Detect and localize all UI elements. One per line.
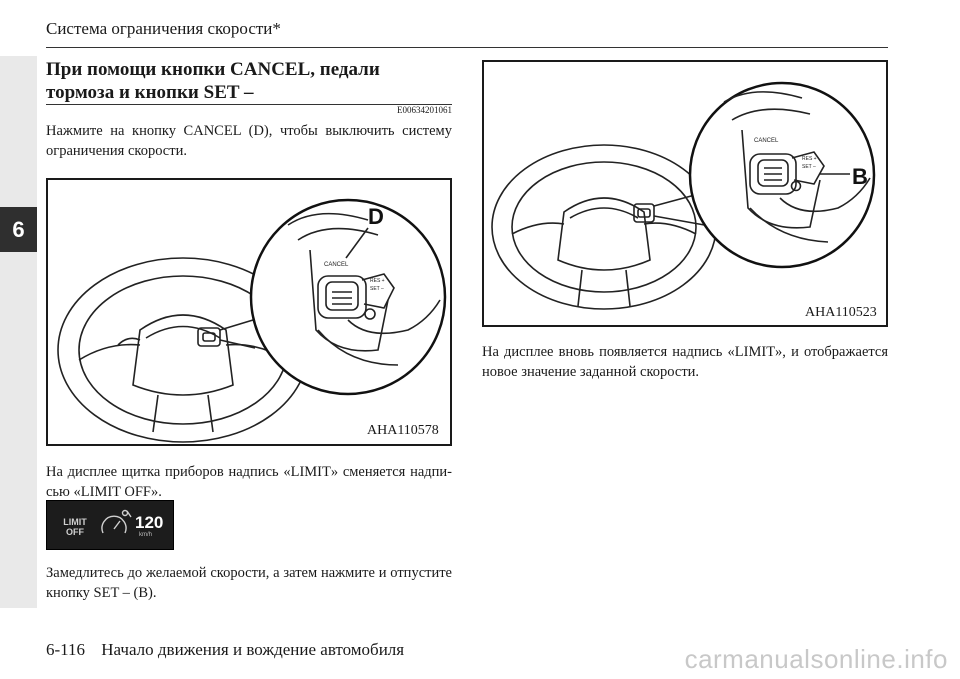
title-rule [46,104,452,105]
limit-off-text: LIMIT OFF [57,517,93,537]
limit-off-display: LIMIT OFF 120 km/h [46,500,174,550]
set-label-b: SET – [802,164,816,170]
callout-letter-b: B [852,164,868,189]
callout-letter-d: D [368,204,384,229]
section-title: При помощи кнопки CANCEL, педали тормоза… [46,59,380,103]
steering-wheel-illustration-b: CANCEL RES + SET – B [491,81,876,310]
speed-unit: km/h [139,532,153,538]
set-label: SET – [370,286,384,292]
footer-chapter-title: Начало движения и вождение автомобиля [101,640,405,659]
figure-code-d: AHA110578 [367,423,439,438]
speedometer-limit-icon [101,509,132,534]
side-tab-strip [0,56,37,608]
cancel-label-b: CANCEL [754,138,779,144]
figure-set-button: CANCEL RES + SET – B AHA110523 [482,60,888,327]
cancel-label: CANCEL [324,262,349,268]
section-code: E00634201061 [397,105,452,115]
header-rule [46,47,888,48]
watermark: carmanualsonline.info [684,644,948,674]
paragraph-limit-off: На дисплее щитка приборов надпись «LIMIT… [46,464,452,500]
res-label-b: RES + [802,156,817,162]
paragraph-limit-again: На дисплее вновь появляется надпись «LIM… [482,344,888,380]
limit-line2: OFF [66,527,84,537]
page-number: 6-116 [46,640,86,659]
paragraph-set-minus: Замедлитесь до желаемой скорости, а зате… [46,565,452,601]
chapter-tab: 6 [0,207,37,252]
limit-line1: LIMIT [63,517,87,527]
figure-code-b: AHA110523 [805,305,877,320]
res-label: RES + [370,278,385,284]
steering-wheel-illustration-d: CANCEL RES + SET – D [57,198,447,443]
running-header: Система ограничения скорости* [46,19,281,38]
paragraph-cancel: Нажмите на кнопку CANCEL (D), чтобы выкл… [46,123,452,159]
page-footer: 6-116 Начало движения и вождение автомоб… [46,640,404,660]
speed-value: 120 [135,513,164,532]
figure-cancel-button: CANCEL RES + SET – D AHA110578 [46,178,452,446]
